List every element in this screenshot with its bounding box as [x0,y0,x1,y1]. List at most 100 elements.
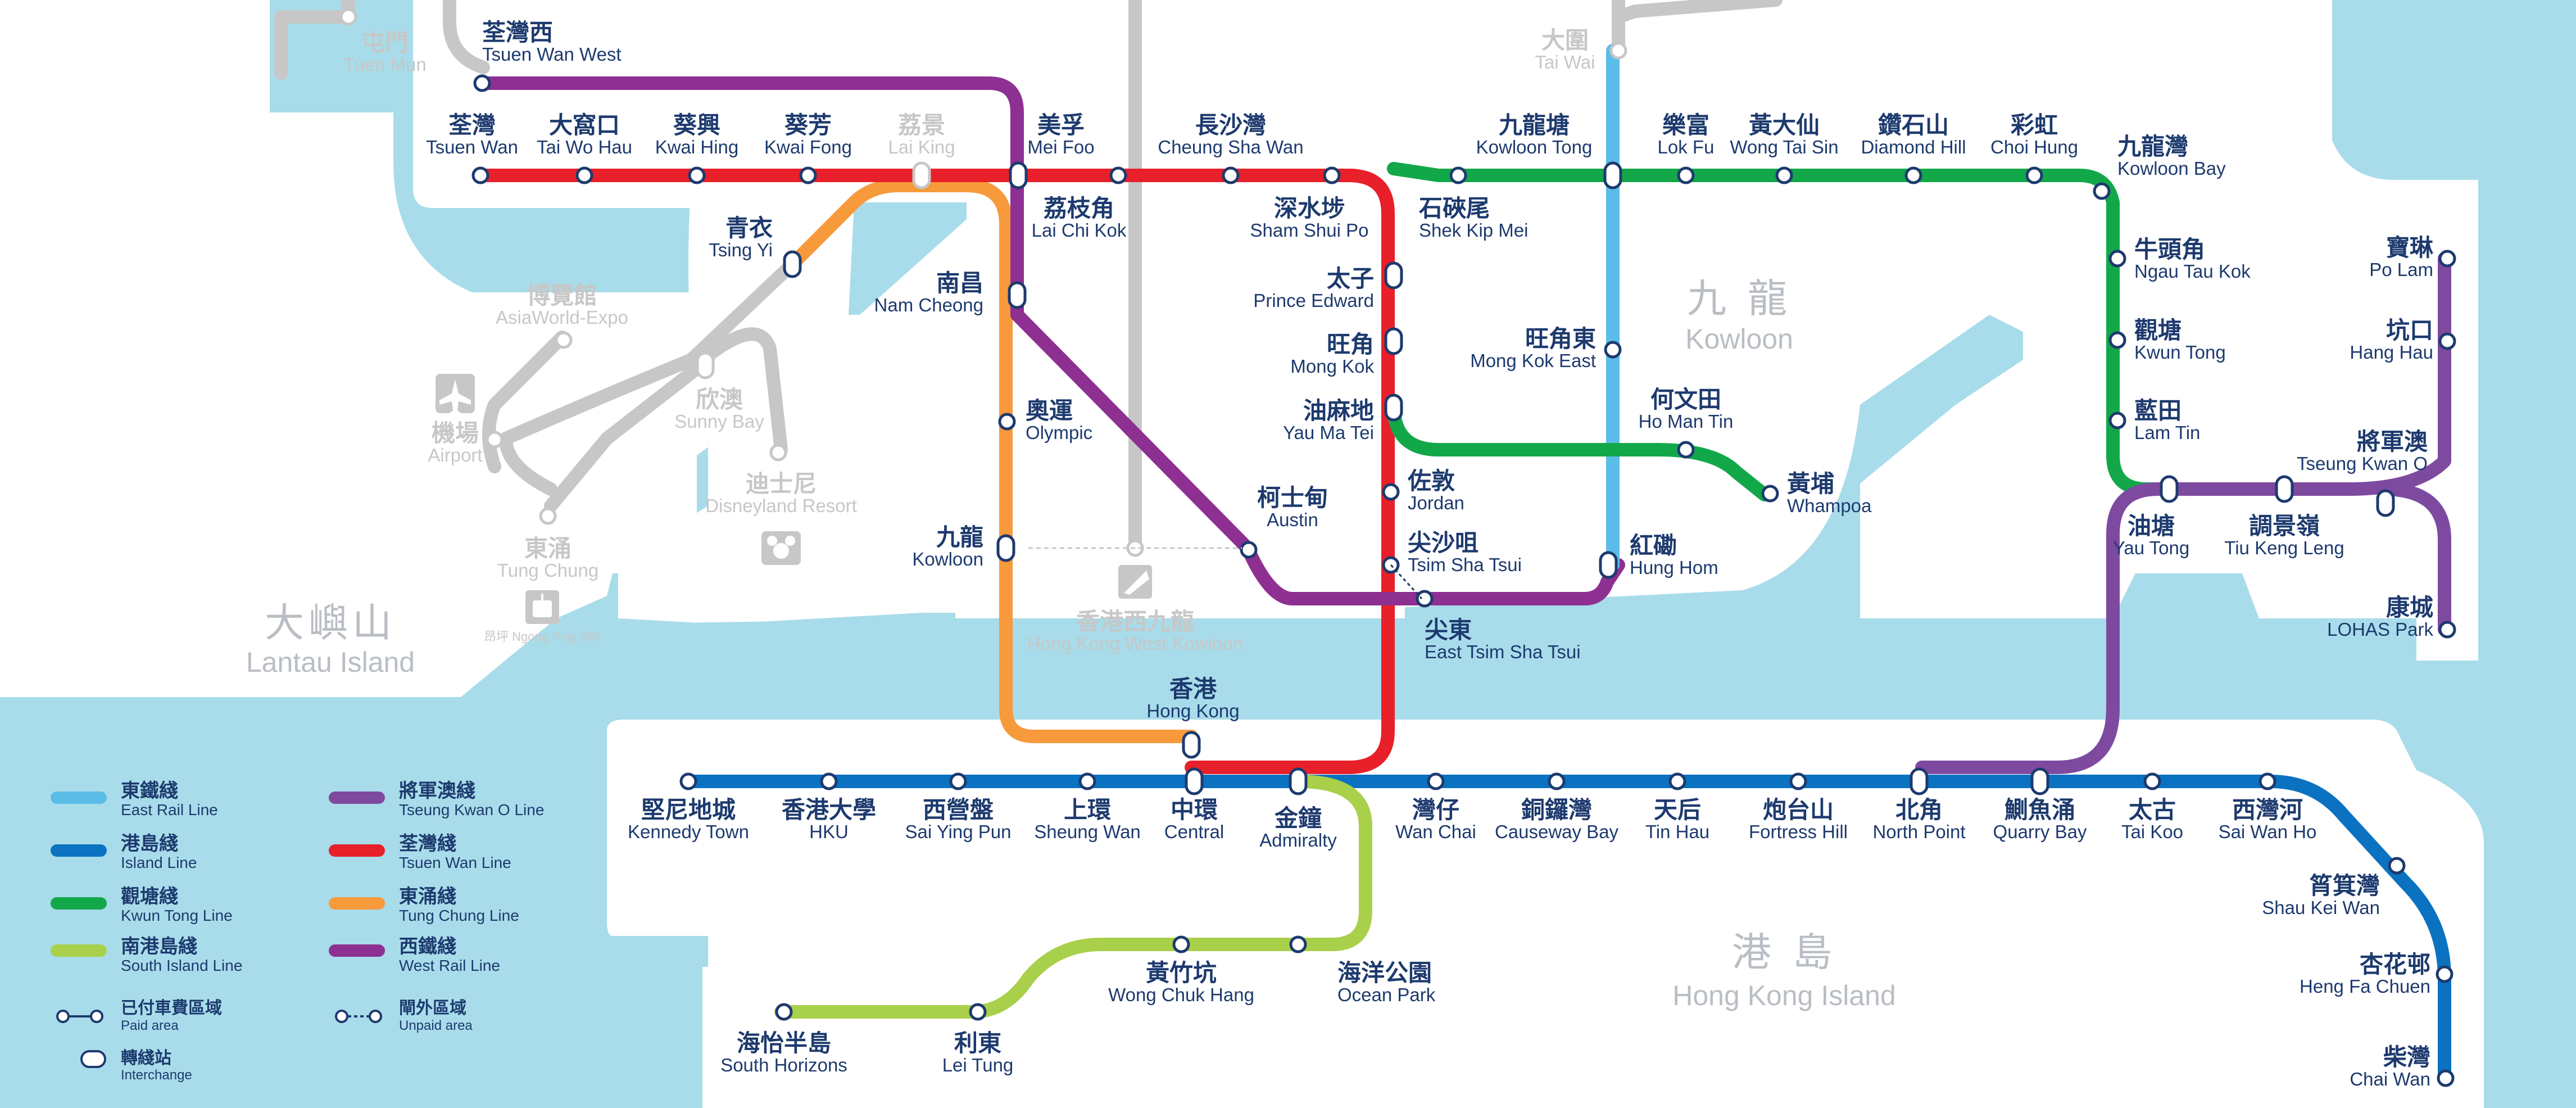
station-tai-wo-hau-marker[interactable] [575,166,593,184]
station-lai-chi-kok-marker[interactable] [1109,166,1127,184]
line-tseung-kwan-o[interactable] [1915,252,2451,774]
station-wan-chai-marker[interactable] [1427,772,1445,790]
station-nam-cheong-label-en: Nam Cheong [874,295,983,315]
station-wong-chuk-hang-marker[interactable] [1172,935,1190,953]
station-whampoa-marker[interactable] [1761,485,1779,503]
station-cheung-sha-wan-marker[interactable] [1222,166,1240,184]
station-tai-wai-marker[interactable] [1609,42,1627,60]
station-tsuen-wan-marker[interactable] [471,166,489,184]
station-lei-tung-marker[interactable] [969,1003,987,1021]
station-tsim-sha-tsui-label-en: Tsim Sha Tsui [1408,554,1522,575]
station-north-point-marker[interactable] [1910,767,1929,795]
legend-paid-area-zh: 已付車費區域 [121,998,222,1018]
station-hong-kong-marker[interactable] [1182,731,1201,759]
station-hung-hom-marker[interactable] [1599,551,1618,579]
station-quarry-bay-marker[interactable] [2030,767,2049,795]
station-tiu-keng-leng-marker[interactable] [2275,475,2294,503]
station-nam-cheong-marker[interactable] [1008,281,1027,309]
station-kennedy-town-marker[interactable] [679,772,697,790]
station-olympic-marker[interactable] [998,413,1016,431]
station-tin-hau-marker[interactable] [1668,772,1686,790]
station-yau-ma-tei-label-zh: 油麻地 [1303,397,1374,424]
line-kwun-tong[interactable] [1387,162,2294,496]
station-heng-fa-chuen-marker[interactable] [2436,965,2453,983]
station-kowloon-tong-label-zh: 九龍塘 [1499,111,1570,139]
line-island[interactable] [682,775,2451,1086]
station-mong-kok-marker[interactable] [1384,327,1403,355]
station-central-marker[interactable] [1185,767,1204,795]
district-lantau-zh: 大嶼山 [265,600,396,646]
station-sai-ying-pun-marker[interactable] [949,772,967,790]
station-asiaworld-expo-label-zh: 博覽館 [527,282,597,309]
station-kwun-tong-marker[interactable] [2108,331,2126,349]
station-choi-hung-marker[interactable] [2025,166,2043,184]
station-lohas-park-label-en: LOHAS Park [2327,619,2433,640]
station-sham-shui-po-marker[interactable] [1323,166,1341,184]
station-prince-edward-label-en: Prince Edward [1253,290,1374,311]
station-hang-hau-marker[interactable] [2438,332,2456,350]
station-po-lam-marker[interactable] [2438,250,2456,268]
station-causeway-bay-marker[interactable] [1548,772,1566,790]
station-shek-kip-mei-label-en: Shek Kip Mei [1419,220,1528,241]
station-ocean-park-marker[interactable] [1289,935,1307,953]
station-shek-kip-mei-marker[interactable] [1449,166,1467,184]
station-tsing-yi-marker[interactable] [783,250,802,278]
station-lok-fu-marker[interactable] [1677,166,1695,184]
station-tung-chung-marker[interactable] [539,507,557,525]
station-diamond-hill-marker[interactable] [1904,166,1922,184]
station-kwai-fong-marker[interactable] [799,166,817,184]
station-tuen-mun-marker[interactable] [339,8,357,26]
station-austin-marker[interactable] [1240,541,1258,559]
station-admiralty-marker[interactable] [1289,767,1308,795]
station-lai-king-marker[interactable] [912,161,931,189]
station-tseung-kwan-o-marker[interactable] [2376,489,2395,517]
station-yau-ma-tei-label-en: Yau Ma Tei [1283,422,1374,443]
station-lam-tin-marker[interactable] [2108,411,2126,429]
station-asiaworld-expo-marker[interactable] [555,331,573,349]
station-yau-tong-label-zh: 油塘 [2128,512,2175,540]
station-mei-foo-marker[interactable] [1009,161,1028,189]
station-fortress-hill-marker[interactable] [1789,772,1807,790]
line-tseung-kwan-o-lohas[interactable] [2376,482,2451,636]
line-west-rail[interactable] [474,76,1625,605]
station-kowloon-tong-marker[interactable] [1603,161,1622,189]
station-kowloon-bay-marker[interactable] [2093,182,2111,200]
station-kwai-hing-label-zh: 葵興 [673,111,720,139]
station-tai-koo-marker[interactable] [2143,772,2161,790]
station-tsuen-wan-west-marker[interactable] [473,74,491,92]
station-lohas-park-marker[interactable] [2438,621,2456,639]
station-sai-wan-ho-marker[interactable] [2258,772,2276,790]
station-sheung-wan-marker[interactable] [1078,772,1096,790]
line-tsuen-wan[interactable] [474,169,1395,774]
station-yau-ma-tei-marker[interactable] [1384,394,1403,422]
line-south-island[interactable] [774,775,1372,1019]
cable-car-icon [525,590,559,624]
station-mong-kok-east-marker[interactable] [1604,341,1622,359]
station-kowloon-marker[interactable] [996,534,1015,562]
station-sunny-bay-marker[interactable] [696,351,715,379]
station-jordan-marker[interactable] [1382,483,1400,501]
station-admiralty-label-en: Admiralty [1259,830,1337,851]
station-ngau-tau-kok-marker[interactable] [2108,250,2126,268]
station-asiaworld-expo-label-en: AsiaWorld-Expo [496,307,628,328]
station-yau-tong-marker[interactable] [2160,475,2179,503]
station-south-horizons-marker[interactable] [775,1003,793,1021]
station-disneyland-resort-marker[interactable] [769,444,787,462]
station-airport-marker[interactable] [486,431,504,449]
district-hk-island-en: Hong Kong Island [1672,980,1896,1011]
line-tung-chung[interactable] [786,179,1198,743]
station-kowloon-label-en: Kowloon [912,549,983,569]
station-east-tsim-sha-tsui-marker[interactable] [1416,590,1434,608]
station-tiu-keng-leng-label-zh: 調景嶺 [2249,512,2320,540]
station-shau-kei-wan-marker[interactable] [2388,857,2406,875]
station-kwai-hing-marker[interactable] [688,166,706,184]
land-kowloon [413,0,2478,661]
station-chai-wan-marker[interactable] [2437,1069,2455,1087]
station-ho-man-tin-marker[interactable] [1677,441,1695,459]
station-hku-marker[interactable] [820,772,838,790]
line-kwun-tong-spur[interactable] [1387,398,1771,501]
legend-unpaid-area-zh: 閘外區域 [399,998,466,1018]
station-wong-tai-sin-marker[interactable] [1775,166,1793,184]
station-prince-edward-marker[interactable] [1384,261,1403,290]
station-kwun-tong-label-en: Kwun Tong [2134,342,2226,363]
